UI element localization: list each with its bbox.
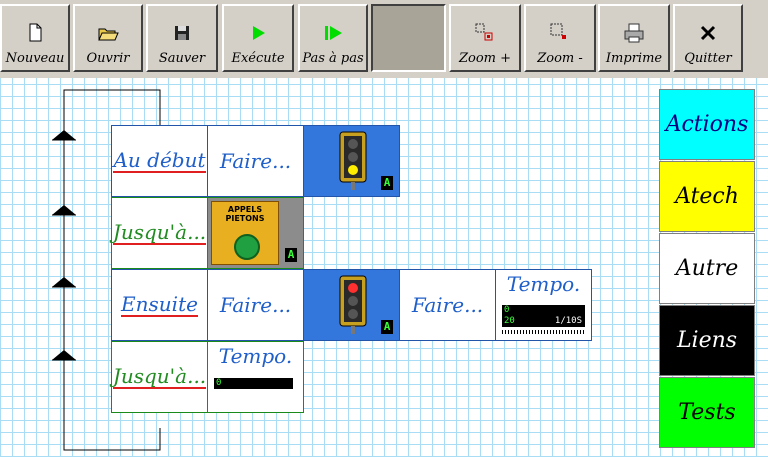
palette-atech[interactable]: Atech xyxy=(659,161,755,232)
play-icon xyxy=(246,21,270,45)
tempo-label-2: Tempo. xyxy=(218,344,293,368)
do-label-2: Faire... xyxy=(219,293,292,317)
tempo-value-bar-3: 0 xyxy=(214,378,293,389)
tempo-block-2[interactable]: Tempo. 0 xyxy=(207,341,304,413)
zoom-out-button[interactable]: Zoom - xyxy=(524,4,596,72)
palette-tests-label: Tests xyxy=(678,400,736,425)
pedestrian-button-panel: APPELS PIETONS xyxy=(211,201,279,265)
zoom-in-button[interactable]: Zoom + xyxy=(449,4,521,72)
tag-a-1: A xyxy=(381,176,393,190)
new-file-icon xyxy=(23,21,47,45)
traffic-light-yellow[interactable]: A xyxy=(303,125,400,197)
tempo-value-2: 20 xyxy=(504,316,515,326)
toolbar: Nouveau Ouvrir Sauver Exécute Pas à pas … xyxy=(0,0,768,78)
tempo-value-bar-1: 0 xyxy=(502,305,585,316)
traffic-light-red[interactable]: A xyxy=(303,269,400,341)
until-label-1: Jusqu'à... xyxy=(112,220,207,245)
zoom-in-icon xyxy=(473,21,497,45)
until-block-2[interactable]: Jusqu'à... xyxy=(111,341,208,413)
save-disk-icon xyxy=(170,21,194,45)
step-button[interactable]: Pas à pas xyxy=(298,4,368,72)
program-canvas[interactable]: Au début Faire... A Jusqu'à... APPELS PI… xyxy=(0,78,768,457)
start-label: Au début xyxy=(113,148,206,173)
pedestrian-label: APPELS PIETONS xyxy=(225,205,265,223)
open-folder-icon xyxy=(96,21,120,45)
print-label: Imprime xyxy=(605,51,663,66)
do-label-3: Faire... xyxy=(411,293,484,317)
tempo-label-1: Tempo. xyxy=(506,272,581,296)
step-label: Pas à pas xyxy=(302,51,364,66)
tempo-ruler xyxy=(502,330,585,334)
palette-liens[interactable]: Liens xyxy=(659,305,755,376)
save-label: Sauver xyxy=(158,51,206,66)
traffic-light-icon xyxy=(339,275,366,334)
step-icon xyxy=(321,21,345,45)
open-label: Ouvrir xyxy=(86,51,130,66)
printer-icon xyxy=(622,21,646,45)
traffic-light-icon xyxy=(339,131,366,190)
zoom-out-icon xyxy=(548,21,572,45)
quit-button[interactable]: Quitter xyxy=(673,4,743,72)
tempo-value-bar-2: 20 1/10S xyxy=(502,316,585,327)
until-block-1[interactable]: Jusqu'à... xyxy=(111,197,208,269)
tag-a-3: A xyxy=(381,320,393,334)
palette-autre-label: Autre xyxy=(675,256,739,281)
new-button[interactable]: Nouveau xyxy=(0,4,70,72)
do-block-3[interactable]: Faire... xyxy=(399,269,496,341)
print-button[interactable]: Imprime xyxy=(598,4,670,72)
palette-autre[interactable]: Autre xyxy=(659,233,755,304)
palette-tests[interactable]: Tests xyxy=(659,377,755,448)
palette-actions-label: Actions xyxy=(665,112,749,137)
start-block[interactable]: Au début xyxy=(111,125,208,197)
do-block-1[interactable]: Faire... xyxy=(207,125,304,197)
new-label: Nouveau xyxy=(5,51,65,66)
palette-liens-label: Liens xyxy=(676,328,738,353)
then-label: Ensuite xyxy=(121,292,198,317)
palette-atech-label: Atech xyxy=(675,184,739,209)
tempo-unit: 1/10S xyxy=(554,316,582,326)
tempo-block-1[interactable]: Tempo. 0 20 1/10S xyxy=(495,269,592,341)
tempo-value-1: 0 xyxy=(504,305,510,315)
flow-arrow-3 xyxy=(52,277,76,287)
tempo-value-3: 0 xyxy=(216,378,222,388)
flow-arrow-4 xyxy=(52,350,76,360)
open-button[interactable]: Ouvrir xyxy=(73,4,143,72)
palette-actions[interactable]: Actions xyxy=(659,89,755,160)
execute-button[interactable]: Exécute xyxy=(222,4,294,72)
do-block-2[interactable]: Faire... xyxy=(207,269,304,341)
execute-label: Exécute xyxy=(231,51,285,66)
flow-arrow-1 xyxy=(52,130,76,140)
flow-lines xyxy=(52,89,161,451)
until-label-2: Jusqu'à... xyxy=(112,364,207,389)
close-icon xyxy=(696,21,720,45)
blank-button[interactable] xyxy=(371,4,446,72)
tag-a-2: A xyxy=(285,248,297,262)
flow-arrow-2 xyxy=(52,205,76,215)
save-button[interactable]: Sauver xyxy=(146,4,218,72)
pedestrian-button-block[interactable]: APPELS PIETONS A xyxy=(207,197,304,269)
zoom-in-label: Zoom + xyxy=(458,51,512,66)
zoom-out-label: Zoom - xyxy=(537,51,583,66)
quit-label: Quitter xyxy=(684,51,732,66)
green-button-icon xyxy=(234,234,260,260)
then-block[interactable]: Ensuite xyxy=(111,269,208,341)
do-label-1: Faire... xyxy=(219,149,292,173)
